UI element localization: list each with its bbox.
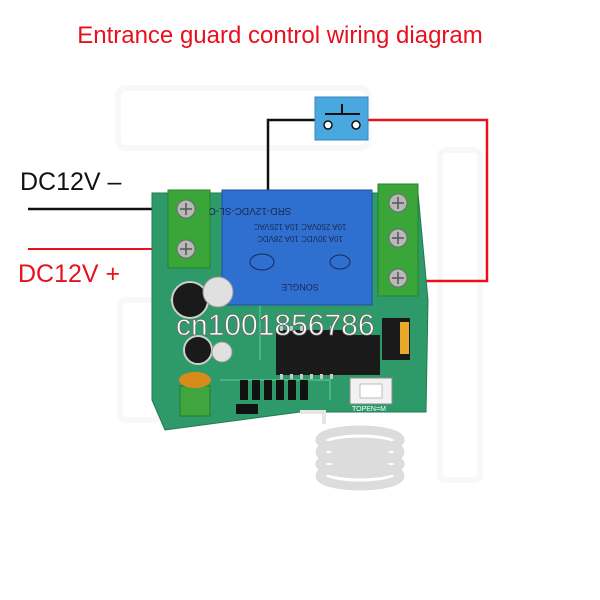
screw-icon <box>388 228 408 248</box>
jumper-icon <box>382 318 410 360</box>
diagram-title: Entrance guard control wiring diagram <box>77 22 483 49</box>
inductor-icon <box>179 372 211 417</box>
smd-components <box>236 380 308 414</box>
certification-logo-icon <box>249 253 351 271</box>
capacitor-icon <box>211 341 233 363</box>
watermark: cn1001856786 <box>176 309 375 342</box>
relay-rating-1: 10A 250VAC 10A 125VAC <box>253 222 346 231</box>
board-pin-label: TOPEN=M <box>352 406 386 413</box>
screw-icon <box>388 193 408 213</box>
relay: SRD-12VDC-SL-C 10A 250VAC 10A 125VAC 10A… <box>209 189 373 306</box>
terminal-block-left <box>167 189 211 269</box>
terminal-block-right <box>377 183 419 297</box>
label-dc-negative: DC12V – <box>20 168 122 196</box>
integrated-circuits <box>276 326 380 379</box>
screw-icon <box>176 199 196 219</box>
label-dc-positive: DC12V + <box>18 260 121 288</box>
relay-model: SRD-12VDC-SL-C <box>209 205 292 216</box>
ic-chip <box>276 330 346 375</box>
screw-icon <box>176 239 196 259</box>
tactile-button-icon <box>349 377 393 405</box>
antenna-coil-icon <box>300 410 405 491</box>
capacitor-icon <box>202 276 234 308</box>
screw-icon <box>388 268 408 288</box>
background-ghost <box>115 85 483 483</box>
wire-switch-to-no <box>368 118 489 283</box>
relay-rating-2: 10A 30VDC 10A 28VDC <box>257 234 343 243</box>
capacitors <box>171 276 234 365</box>
push-button-switch-icon <box>314 96 369 141</box>
ic-chip <box>340 335 380 375</box>
relay-brand: SONGLE <box>281 282 319 292</box>
